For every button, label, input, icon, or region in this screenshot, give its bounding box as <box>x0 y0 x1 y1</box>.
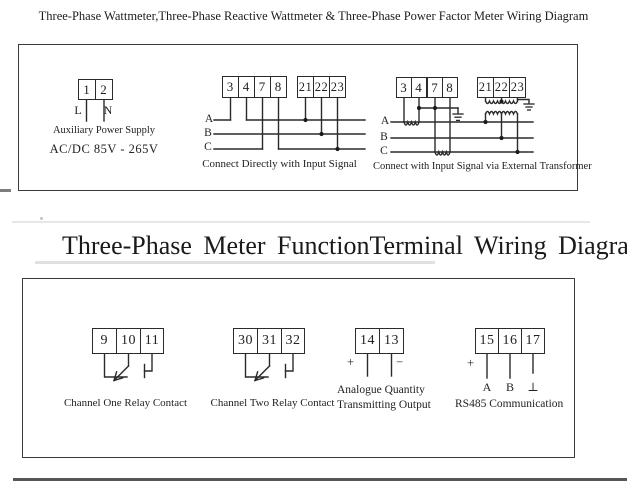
terminal-box-32: 32 <box>281 328 305 354</box>
analogue-minus-sign: − <box>396 355 404 369</box>
analogue-plus-sign: + <box>347 355 355 369</box>
ext-caption: Connect with Input Signal via External T… <box>373 161 592 172</box>
direct-phase-a-label: A <box>204 113 214 125</box>
section-title: Three-Phase Meter FunctionTerminal Wirin… <box>62 231 627 260</box>
ext-phase-a-label: A <box>380 115 390 127</box>
terminal-box-1: 1 <box>78 79 96 100</box>
relay1-caption: Channel One Relay Contact <box>63 397 188 409</box>
aux-caption: Auxiliary Power Supply <box>52 125 156 136</box>
bottom-diagram-frame <box>22 278 575 458</box>
terminal-box-ext-23: 23 <box>509 77 526 98</box>
rs485-plus-sign: + <box>467 356 475 370</box>
terminal-box-direct-7: 7 <box>254 76 271 98</box>
aux-voltage-range: AC/DC 85V - 265V <box>49 142 159 156</box>
analogue-caption-line2: Transmitting Output <box>337 399 431 411</box>
bottom-rule <box>13 478 627 482</box>
analogue-caption-line1: Analogue Quantity <box>337 384 425 396</box>
direct-caption: Connect Directly with Input Signal <box>202 158 357 170</box>
scan-speck <box>40 217 43 220</box>
terminal-box-direct-4: 4 <box>238 76 255 98</box>
terminal-box-direct-23: 23 <box>329 76 346 98</box>
terminal-box-ext-3: 3 <box>396 77 412 98</box>
terminal-box-ext-8: 8 <box>442 77 458 98</box>
scan-mark-left <box>0 189 11 192</box>
ext-phase-b-label: B <box>380 131 388 143</box>
terminal-box-10: 10 <box>116 328 141 354</box>
rs485-a-label: A <box>482 380 492 394</box>
terminal-box-ext-7: 7 <box>427 77 443 98</box>
terminal-box-direct-21: 21 <box>297 76 314 98</box>
aux-line-label: L <box>74 103 82 117</box>
terminal-box-30: 30 <box>233 328 258 354</box>
ext-phase-c-label: C <box>380 145 388 157</box>
relay2-caption: Channel Two Relay Contact <box>210 397 335 409</box>
terminal-box-16: 16 <box>498 328 522 354</box>
terminal-box-17: 17 <box>521 328 545 354</box>
page-title: Three-Phase Wattmeter,Three-Phase Reacti… <box>38 9 589 23</box>
terminal-box-15: 15 <box>475 328 499 354</box>
terminal-box-2: 2 <box>95 79 113 100</box>
terminal-box-9: 9 <box>92 328 117 354</box>
aux-neutral-label: N <box>103 103 113 117</box>
terminal-box-31: 31 <box>257 328 282 354</box>
scan-band-under-title <box>35 261 435 264</box>
terminal-box-11: 11 <box>140 328 164 354</box>
terminal-box-direct-8: 8 <box>270 76 287 98</box>
direct-phase-c-label: C <box>204 141 212 153</box>
scan-band-upper <box>12 221 590 224</box>
terminal-box-13: 13 <box>379 328 404 354</box>
terminal-box-direct-22: 22 <box>313 76 330 98</box>
top-diagram-frame <box>18 44 578 191</box>
rs485-caption: RS485 Communication <box>455 398 564 410</box>
terminal-box-ext-4: 4 <box>411 77 427 98</box>
terminal-box-direct-3: 3 <box>222 76 239 98</box>
terminal-box-ext-21: 21 <box>477 77 494 98</box>
rs485-ground-label: ⊥ <box>527 380 539 394</box>
terminal-box-14: 14 <box>355 328 380 354</box>
rs485-b-label: B <box>505 380 514 394</box>
terminal-box-ext-22: 22 <box>493 77 510 98</box>
direct-phase-b-label: B <box>204 127 212 139</box>
